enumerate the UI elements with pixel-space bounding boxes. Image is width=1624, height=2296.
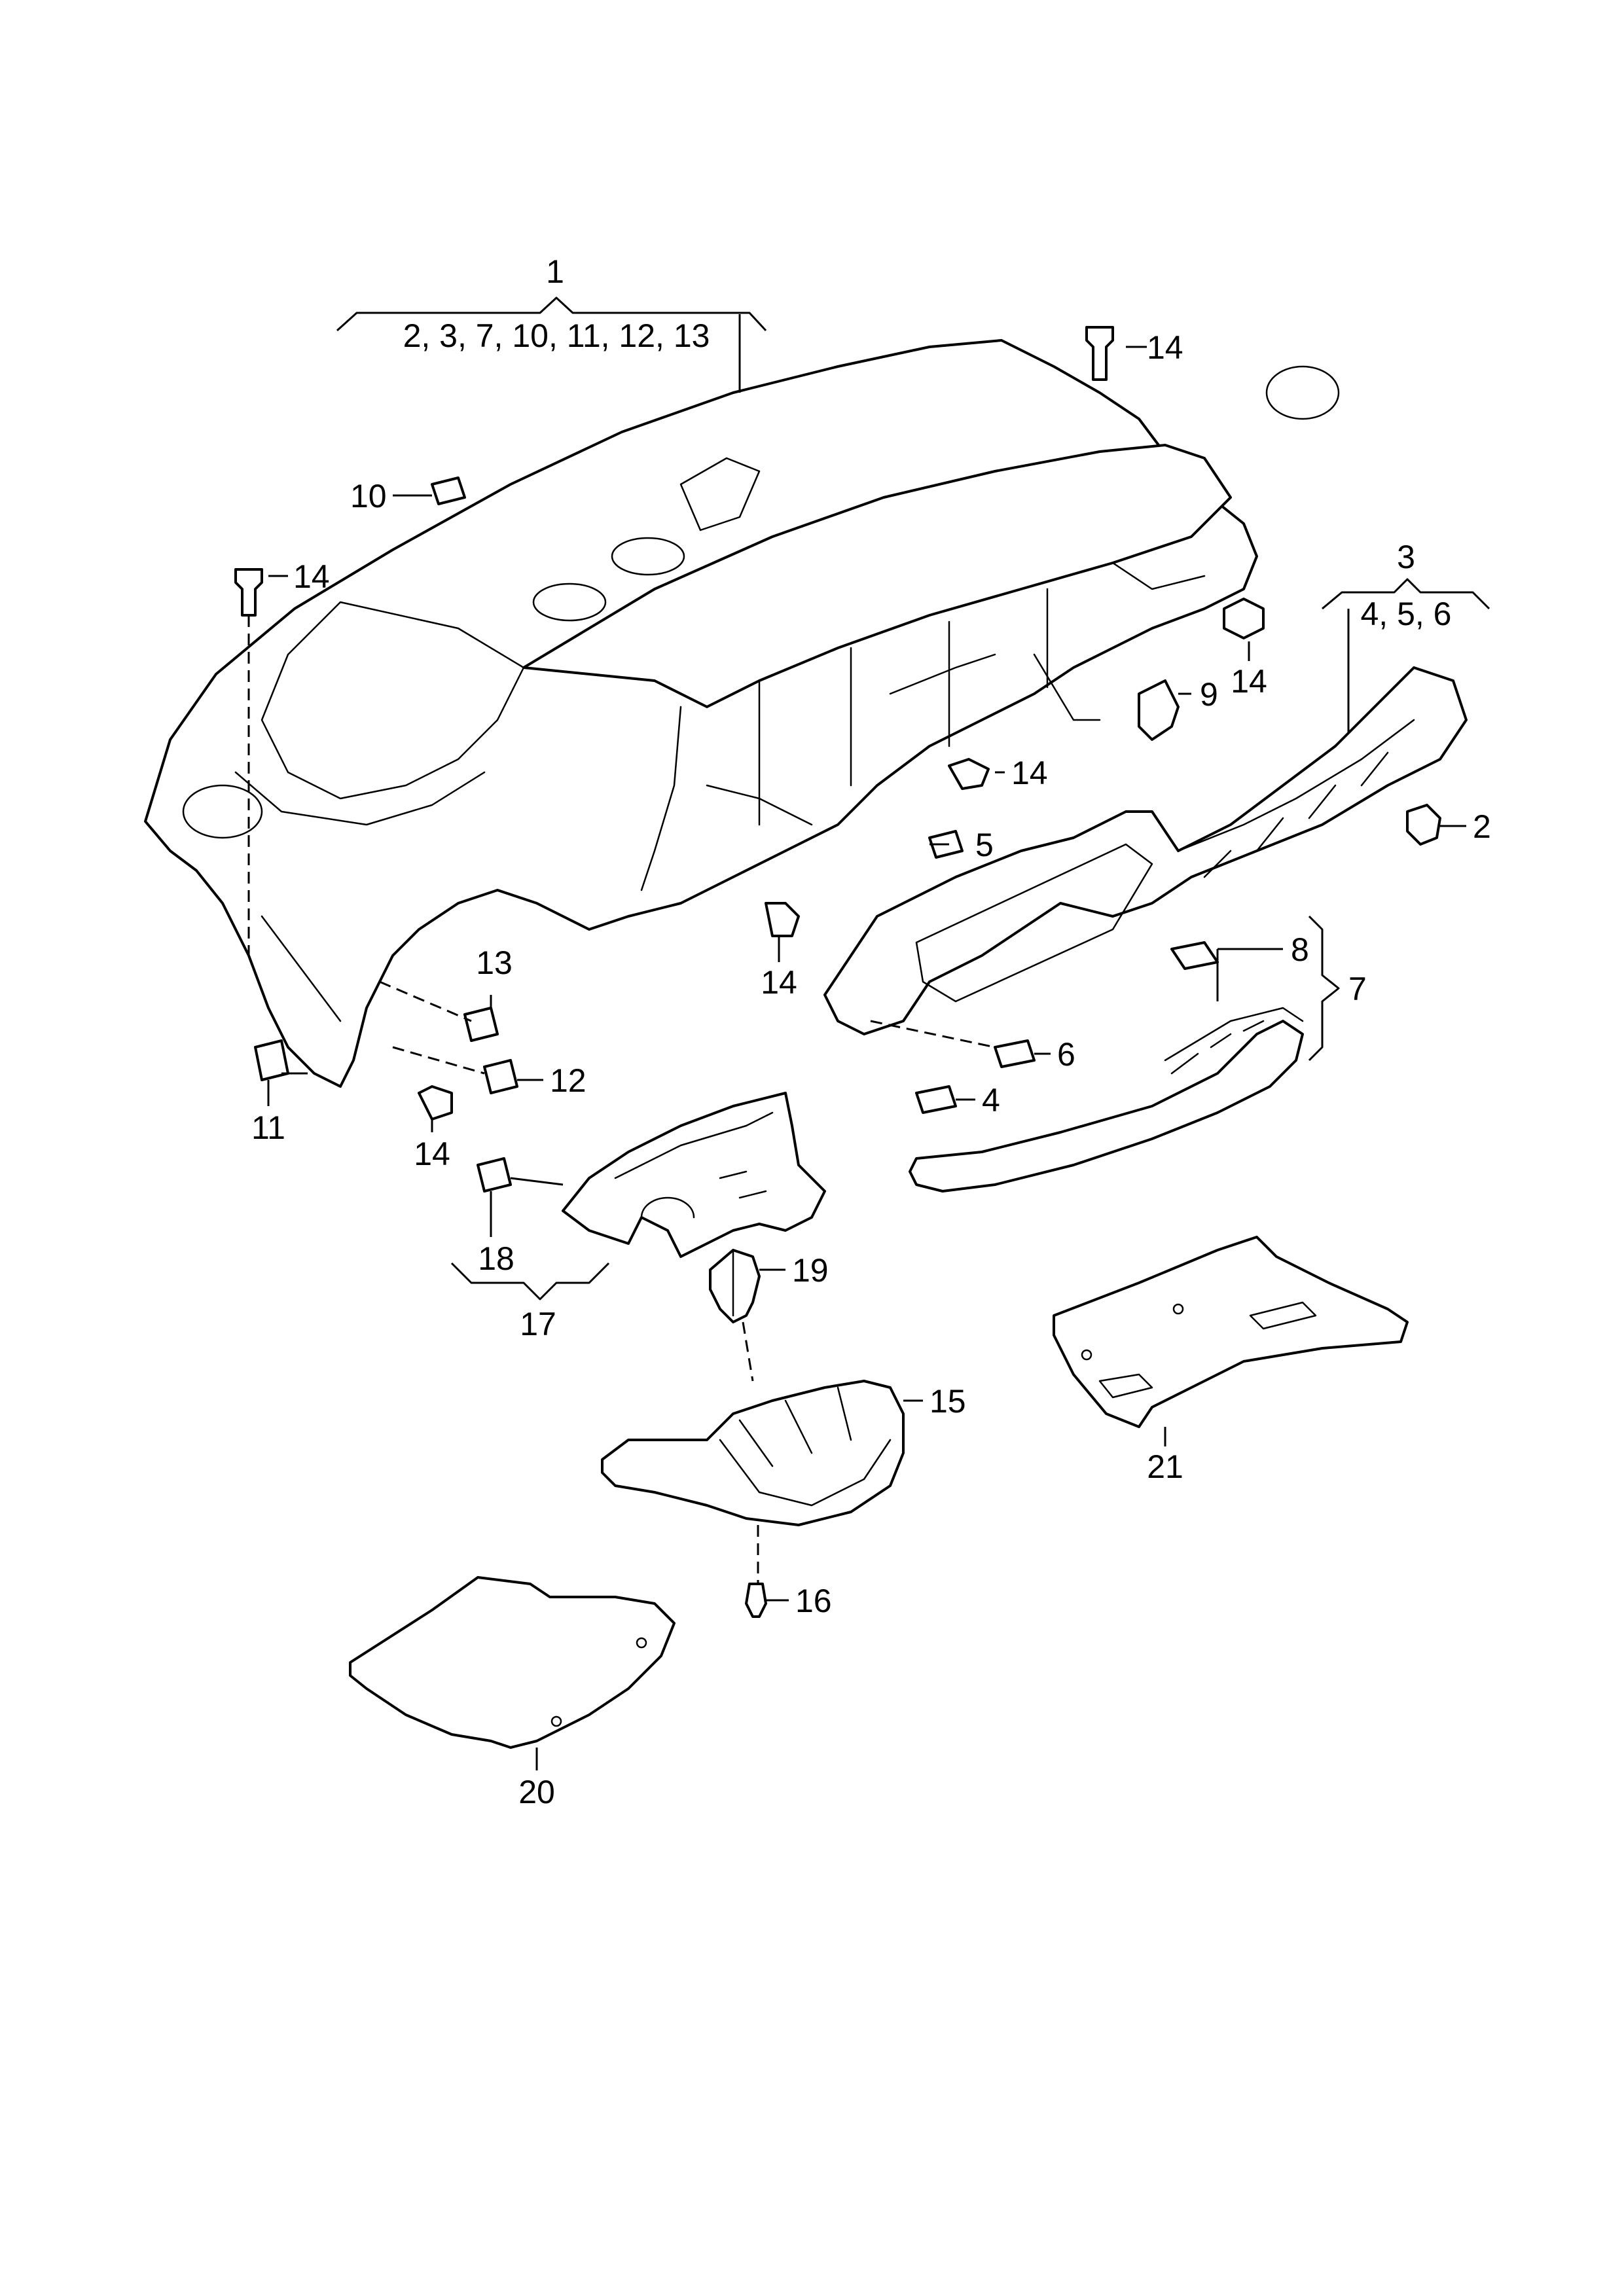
callout-20: 20 bbox=[518, 1774, 555, 1810]
callout-21: 21 bbox=[1147, 1448, 1183, 1485]
clip-icon-6 bbox=[994, 1039, 1036, 1068]
callout-3-sub: 4, 5, 6 bbox=[1361, 596, 1452, 632]
insulation-mat-icon bbox=[1053, 1236, 1409, 1428]
leader-lines bbox=[247, 314, 1466, 1770]
brace-3 bbox=[1322, 578, 1490, 610]
callout-labels: 1 2, 3, 7, 10, 11, 12, 13 14 10 14 3 4, … bbox=[251, 253, 1491, 1810]
screw-icon-16 bbox=[745, 1583, 767, 1618]
switch-icon bbox=[709, 1249, 761, 1323]
screw-icon-14c bbox=[1223, 598, 1265, 639]
braces bbox=[336, 296, 1490, 1300]
clip-icon-10 bbox=[431, 476, 466, 505]
callout-1-sub: 2, 3, 7, 10, 11, 12, 13 bbox=[403, 317, 710, 354]
screw-icon-2 bbox=[1406, 804, 1441, 846]
callout-14f: 14 bbox=[414, 1136, 450, 1172]
insulation-mat-lower-icon bbox=[349, 1576, 676, 1749]
callout-1: 1 bbox=[546, 253, 564, 290]
callout-13: 13 bbox=[476, 944, 513, 981]
clip-icon-18 bbox=[477, 1157, 512, 1193]
screw-icon-14e bbox=[765, 902, 800, 937]
callout-6: 6 bbox=[1057, 1036, 1075, 1073]
clip-icon-13 bbox=[463, 1007, 499, 1042]
callout-8: 8 bbox=[1291, 931, 1309, 968]
steering-column-cover-upper-icon bbox=[562, 1092, 826, 1258]
brace-1 bbox=[336, 296, 767, 332]
cross-member-icon bbox=[823, 666, 1468, 1035]
callout-3: 3 bbox=[1397, 539, 1415, 575]
callout-14d: 14 bbox=[1011, 755, 1048, 791]
trim-strip-icon bbox=[909, 1007, 1304, 1193]
brace-7 bbox=[1308, 915, 1340, 1062]
callout-4: 4 bbox=[982, 1082, 1000, 1119]
callout-14e: 14 bbox=[761, 964, 797, 1001]
callout-14a: 14 bbox=[1147, 329, 1183, 366]
callout-12: 12 bbox=[550, 1062, 586, 1099]
screw-icon-14a bbox=[1085, 326, 1114, 381]
screw-icon-14b bbox=[234, 568, 263, 617]
clip-icon-12 bbox=[483, 1059, 518, 1094]
callout-14b: 14 bbox=[293, 558, 330, 595]
callout-9: 9 bbox=[1200, 676, 1218, 713]
callout-10: 10 bbox=[350, 478, 387, 514]
callout-11: 11 bbox=[251, 1109, 285, 1146]
clip-icon-8 bbox=[1170, 941, 1219, 970]
callout-19: 19 bbox=[792, 1252, 829, 1289]
callout-2: 2 bbox=[1473, 808, 1491, 845]
dashboard-panel-icon bbox=[144, 339, 1340, 1088]
callout-5: 5 bbox=[975, 827, 994, 863]
brace-17 bbox=[450, 1262, 610, 1300]
screw-icon-14d bbox=[948, 758, 990, 790]
screw-icon-14f bbox=[418, 1085, 453, 1121]
clip-icon-4 bbox=[915, 1085, 957, 1114]
callout-18: 18 bbox=[478, 1240, 514, 1277]
steering-column-cover-lower-icon bbox=[601, 1380, 905, 1526]
callout-14c: 14 bbox=[1231, 663, 1267, 700]
callout-15: 15 bbox=[929, 1383, 966, 1420]
callout-7: 7 bbox=[1348, 971, 1367, 1007]
callout-16: 16 bbox=[795, 1583, 832, 1619]
callout-17: 17 bbox=[520, 1306, 556, 1342]
clip-icon-9 bbox=[1138, 679, 1180, 741]
